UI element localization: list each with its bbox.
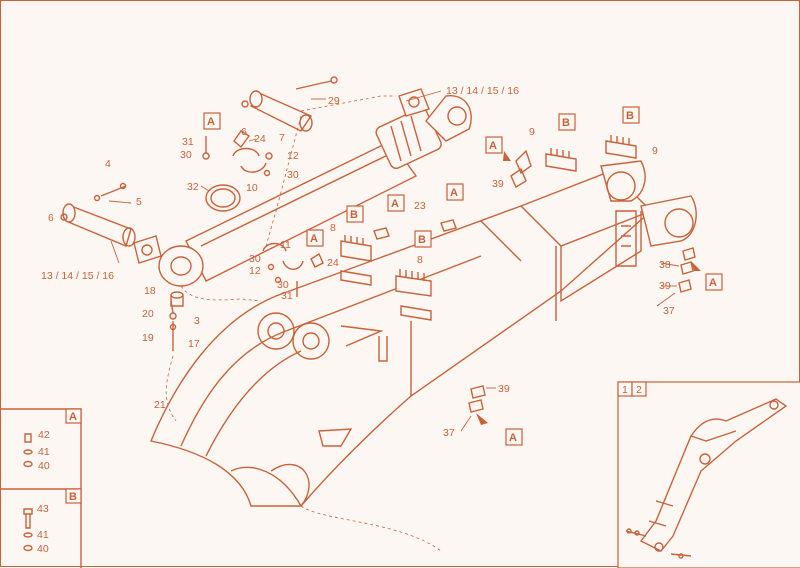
callout-20: 20 bbox=[142, 308, 154, 320]
callout-4: 4 bbox=[105, 158, 111, 170]
tag-b-1: B bbox=[558, 113, 576, 131]
callout-32: 32 bbox=[187, 181, 199, 193]
tag-letter: A bbox=[391, 198, 399, 210]
kit-b-40: 40 bbox=[37, 543, 49, 555]
boom-head bbox=[600, 160, 697, 267]
callout-21: 21 bbox=[154, 399, 166, 411]
kit-a-42: 42 bbox=[38, 429, 50, 441]
tag-letter: B bbox=[562, 117, 570, 129]
hose-clamps bbox=[202, 130, 324, 297]
callout-12-lower: 12 bbox=[249, 265, 261, 277]
callout-12-upper: 12 bbox=[287, 150, 299, 162]
boom-body bbox=[150, 170, 653, 552]
kit-b-panel: B 43 41 40 bbox=[1, 488, 82, 568]
pin-upper bbox=[249, 76, 338, 132]
tag-letter: A bbox=[509, 432, 517, 444]
hose-guards bbox=[340, 135, 696, 413]
kit-a-40: 40 bbox=[38, 460, 50, 472]
callout-39-upper: 39 bbox=[492, 178, 504, 190]
callout-13-16-upper: 13 / 14 / 15 / 16 bbox=[446, 85, 519, 97]
callout-31-upper: 31 bbox=[182, 136, 194, 148]
tag-arrows bbox=[476, 151, 701, 425]
tag-letter: A bbox=[709, 277, 717, 289]
callout-37-lower: 37 bbox=[443, 427, 455, 439]
kit-b-41: 41 bbox=[37, 529, 49, 541]
callout-9-right: 9 bbox=[652, 145, 658, 157]
callout-labels: 29 13 / 14 / 15 / 16 6 7 24 31 30 12 30 … bbox=[41, 85, 675, 439]
callout-30-lower-right: 30 bbox=[277, 279, 289, 291]
callout-3: 3 bbox=[194, 315, 200, 327]
tag-letter: B bbox=[418, 234, 426, 246]
leader-lines bbox=[108, 90, 680, 432]
tag-a-6: A bbox=[705, 273, 723, 291]
callout-11: 11 bbox=[280, 239, 291, 251]
callout-19: 19 bbox=[142, 332, 154, 344]
kit-a-41: 41 bbox=[38, 446, 50, 458]
callout-18: 18 bbox=[144, 285, 156, 297]
callout-6-lower: 6 bbox=[48, 212, 54, 224]
callout-39-lower: 39 bbox=[498, 383, 510, 395]
callout-10: 10 bbox=[246, 182, 258, 194]
callout-38: 38 bbox=[659, 259, 671, 271]
callout-29: 29 bbox=[328, 95, 340, 107]
callout-9-left: 9 bbox=[529, 126, 535, 138]
callout-30-lower-left: 30 bbox=[249, 253, 261, 265]
tag-letter: A bbox=[489, 140, 497, 152]
callout-30-upper-left: 30 bbox=[180, 149, 192, 161]
tag-letter: A bbox=[310, 233, 318, 245]
callout-23: 23 bbox=[414, 200, 426, 212]
callout-6-upper: 6 bbox=[241, 126, 247, 138]
callout-5: 5 bbox=[136, 196, 142, 208]
tag-letter: B bbox=[626, 110, 634, 122]
callout-37-right: 37 bbox=[663, 305, 675, 317]
tag-b-4: B bbox=[414, 230, 432, 248]
callout-7: 7 bbox=[279, 132, 285, 144]
tag-b-2: B bbox=[622, 106, 640, 124]
kit-b-43: 43 bbox=[37, 503, 49, 515]
tag-letter: B bbox=[350, 209, 358, 221]
callout-17: 17 bbox=[188, 338, 200, 350]
kit-a-panel: A 42 41 40 bbox=[1, 408, 82, 489]
callout-8-left: 8 bbox=[330, 222, 336, 234]
tag-b-3: B bbox=[346, 205, 364, 223]
tag-a-3: A bbox=[446, 183, 464, 201]
location-inset: 1 2 bbox=[617, 381, 800, 568]
tag-letter: A bbox=[207, 116, 215, 128]
callout-39-right: 39 bbox=[659, 280, 671, 292]
tag-letter: A bbox=[450, 187, 458, 199]
tag-a-2: A bbox=[485, 136, 503, 154]
boom-cylinder bbox=[158, 95, 472, 307]
grease-fittings bbox=[165, 300, 177, 422]
tag-a-5: A bbox=[306, 229, 324, 247]
tag-a-1: A bbox=[203, 112, 221, 130]
inset-col-1: 1 bbox=[622, 384, 628, 396]
pin-lower bbox=[62, 182, 136, 247]
tag-a-7: A bbox=[505, 428, 523, 446]
tag-a-4: A bbox=[387, 194, 405, 212]
callout-30-upper-right: 30 bbox=[287, 169, 299, 181]
callout-13-16-lower: 13 / 14 / 15 / 16 bbox=[41, 270, 114, 282]
inset-col-2: 2 bbox=[636, 384, 642, 396]
callout-24-lower: 24 bbox=[327, 257, 339, 269]
washer-parts bbox=[60, 88, 430, 264]
kit-a-letter: A bbox=[69, 411, 77, 423]
kit-b-letter: B bbox=[69, 491, 77, 503]
callout-24-upper: 24 bbox=[254, 133, 266, 145]
callout-8-right: 8 bbox=[417, 254, 423, 266]
callout-31-lower: 31 bbox=[281, 290, 293, 302]
